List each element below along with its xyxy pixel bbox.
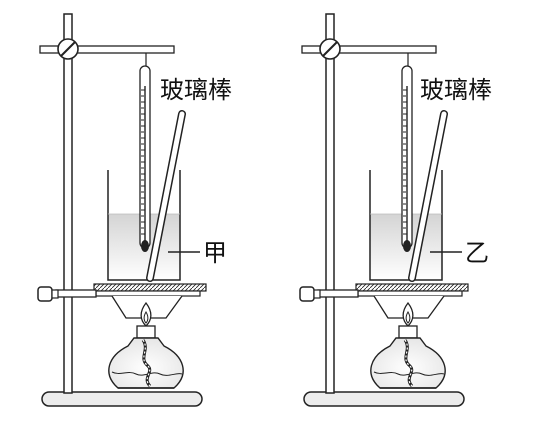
beaker-label-right: 乙 — [465, 239, 489, 267]
setup-right: 玻璃棒 乙 — [300, 14, 492, 406]
rod-label-left: 玻璃棒 — [160, 76, 232, 104]
setup-left: 玻璃棒 甲 — [38, 14, 232, 406]
beaker-label-left: 甲 — [203, 239, 227, 267]
rod-label-right: 玻璃棒 — [420, 76, 492, 104]
